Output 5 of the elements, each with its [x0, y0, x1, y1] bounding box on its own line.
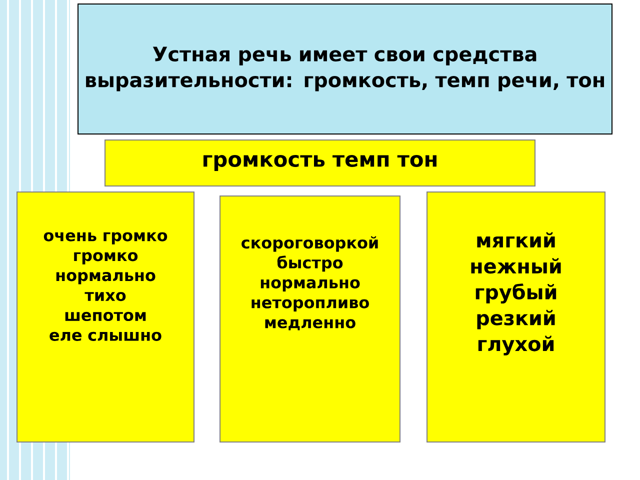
category-box: громкость темп тон [104, 140, 536, 186]
title-box: Устная речь имеет свои средства выразительности: громкость, темп речи, тон [78, 4, 612, 134]
list-box: скороговоркой быстро нормально неторопливо медленно [220, 196, 400, 442]
list-box: мягкий нежный грубый резкий глухой [426, 192, 606, 442]
list-box: очень громко громко нормально тихо шепотом еле слышно [16, 192, 194, 442]
